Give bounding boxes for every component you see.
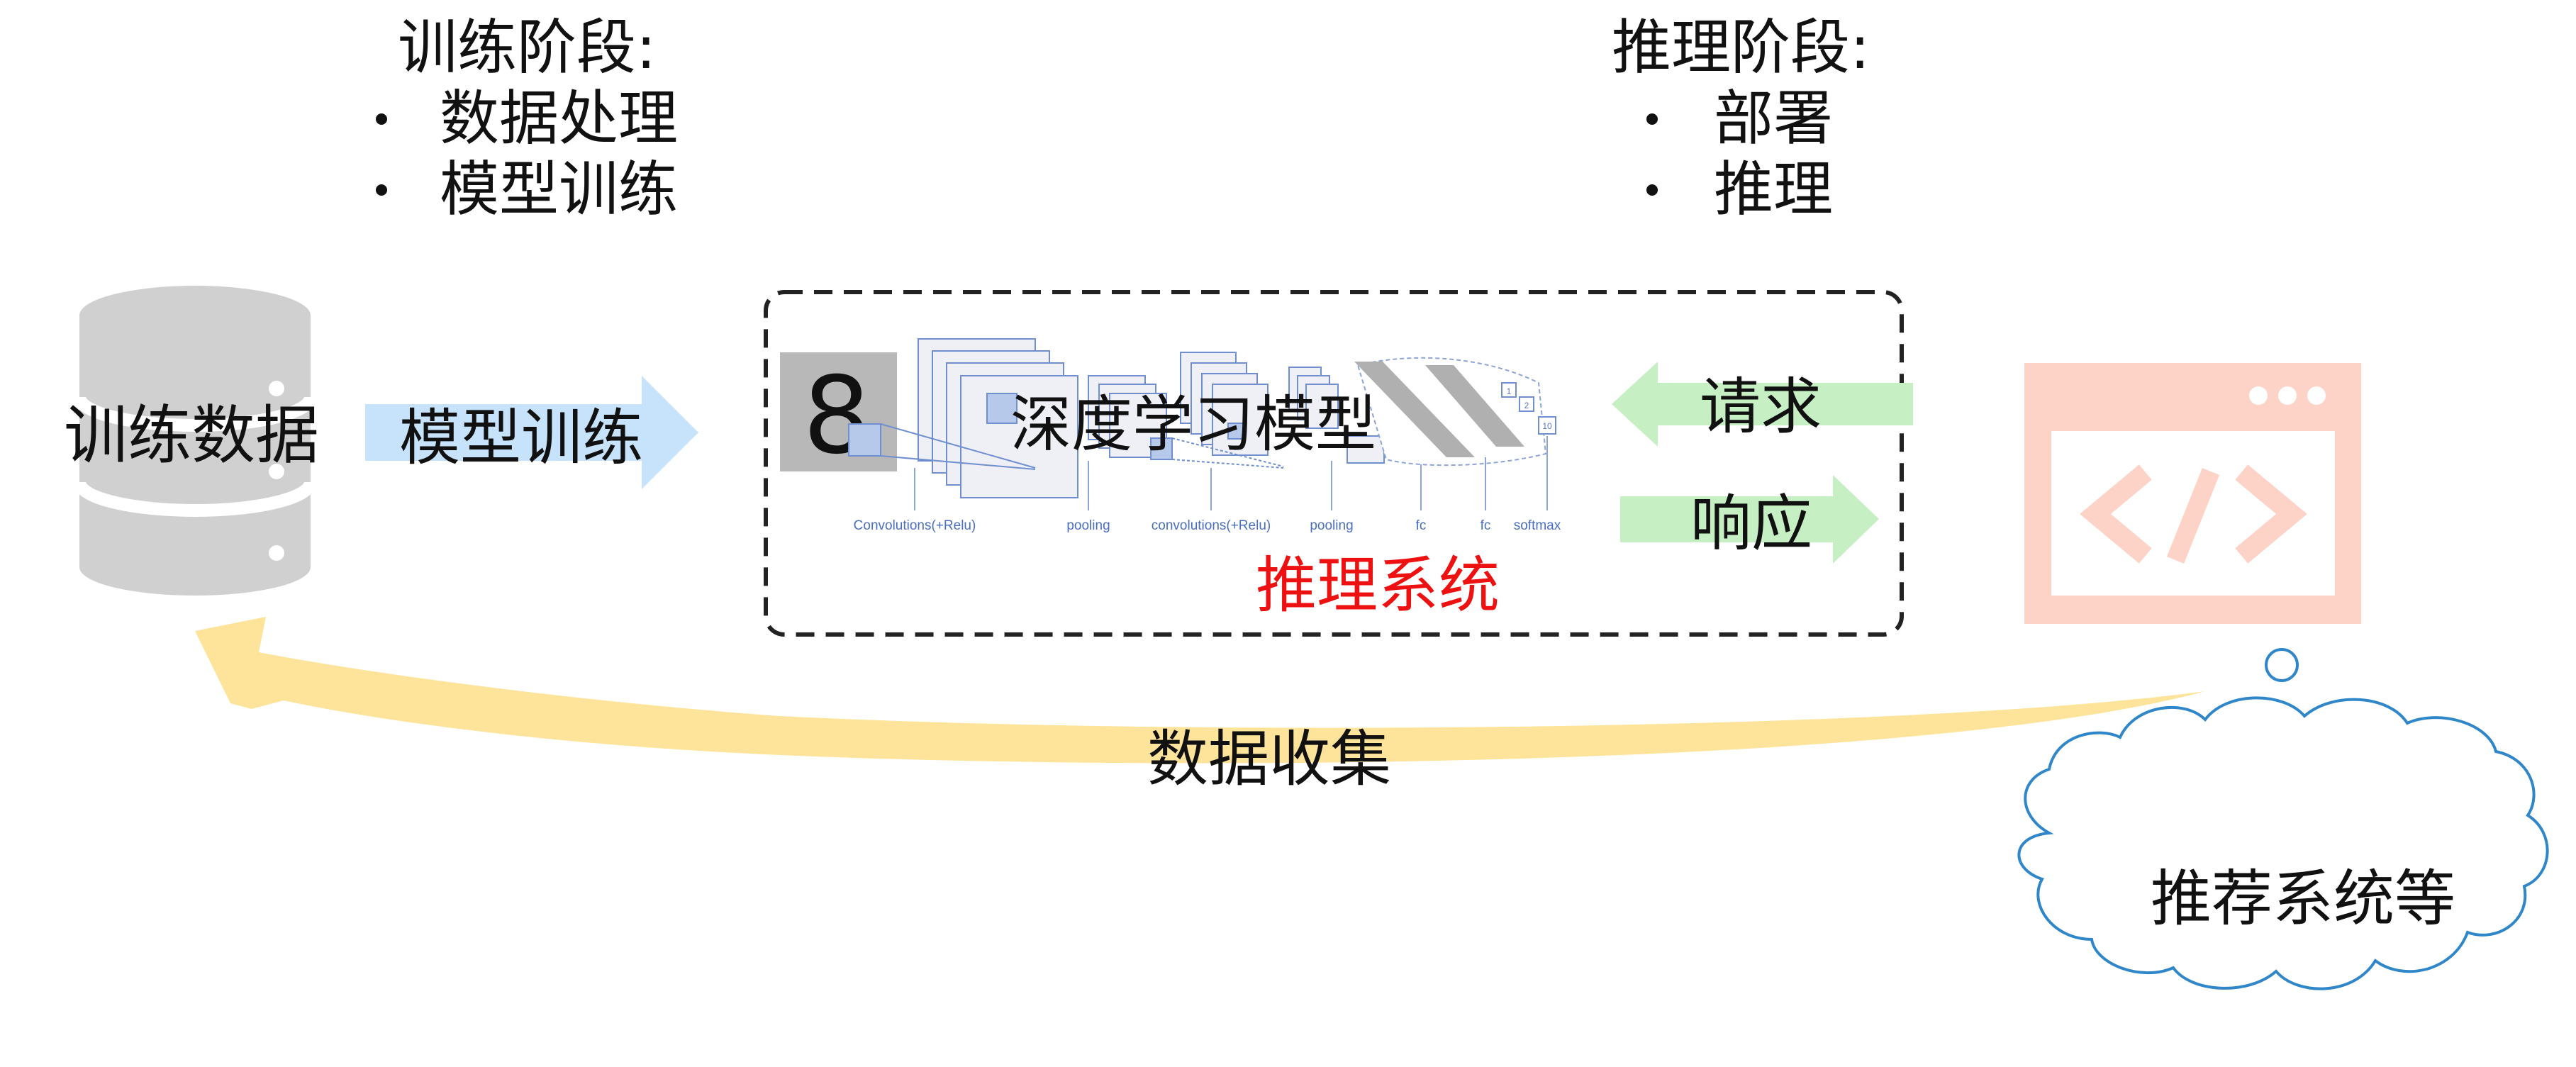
cloud-label: 推荐系统等	[2151, 864, 2455, 934]
cloud-shape	[2017, 696, 2549, 990]
layer-label: softmax	[1514, 518, 1561, 533]
inference-system-label: 推理系统	[1256, 550, 1500, 621]
bullet	[1646, 184, 1658, 196]
request-arrow	[1612, 362, 1913, 447]
training-stage-item: 数据处理	[440, 84, 678, 153]
output-node-label: 2	[1524, 401, 1529, 410]
model-label: 深度学习模型	[1010, 389, 1376, 460]
bullet	[376, 113, 387, 125]
data-collection-arrow	[195, 617, 2205, 764]
database-icon	[73, 286, 317, 596]
input-digit: 8	[803, 354, 870, 478]
inference-stage-title: 推理阶段:	[1612, 13, 1870, 82]
cnn-illustration: 8	[780, 338, 1561, 533]
response-arrow	[1620, 475, 1879, 564]
training-data-label: 训练数据	[64, 398, 319, 473]
layer-label: convolutions(+Relu)	[1152, 518, 1271, 533]
model-training-label: 模型训练	[399, 403, 643, 474]
output-node-label: 1	[1507, 386, 1512, 396]
data-collection-label: 数据收集	[1147, 724, 1391, 795]
layer-label: fc	[1481, 518, 1491, 533]
inference-stage-item: 部署	[1714, 84, 1833, 153]
training-stage-title: 训练阶段:	[398, 13, 656, 82]
training-stage-item: 模型训练	[440, 155, 678, 224]
layer-label: Convolutions(+Relu)	[854, 518, 976, 533]
layer-label: pooling	[1066, 518, 1110, 533]
inference-system-box	[764, 290, 1904, 637]
response-label: 响应	[1690, 488, 1812, 559]
bullet	[1646, 113, 1658, 125]
bullet	[376, 184, 387, 196]
training-stage-block: 训练阶段: 数据处理 模型训练	[376, 13, 678, 224]
inference-stage-block: 推理阶段: 部署 推理	[1612, 13, 1870, 224]
layer-label: fc	[1416, 518, 1427, 533]
request-label: 请求	[1700, 372, 1822, 442]
inference-stage-item: 推理	[1714, 155, 1833, 224]
code-window-icon	[2024, 363, 2361, 624]
model-training-arrow	[365, 376, 698, 489]
layer-label: pooling	[1310, 518, 1353, 533]
output-node-label: 10	[1542, 421, 1552, 431]
